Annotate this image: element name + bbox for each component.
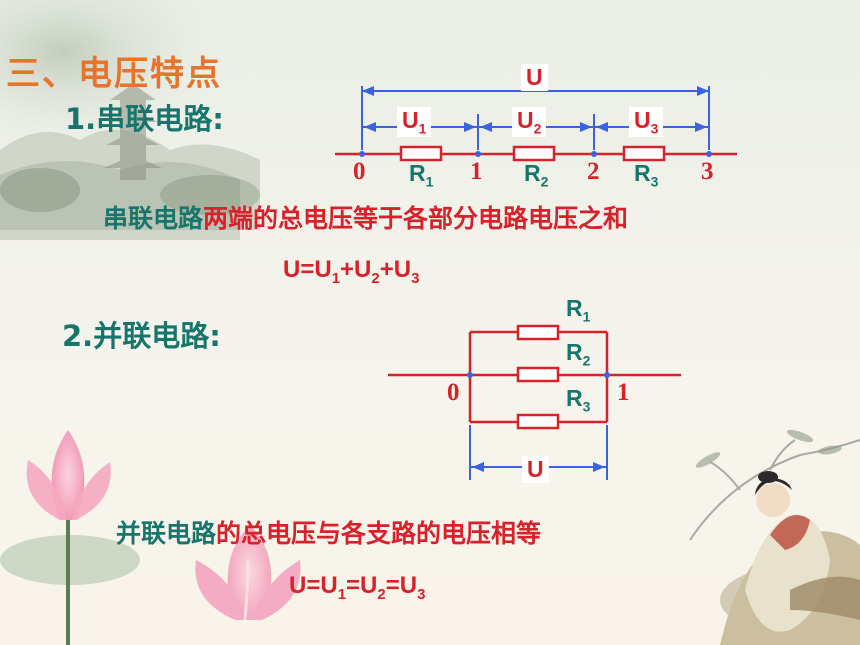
parallel-node-label-1: 1 xyxy=(617,379,630,406)
node-dot xyxy=(706,151,712,157)
parallel-formula: U=U1=U2=U3 xyxy=(289,572,426,603)
parallel-node-label-0: 0 xyxy=(447,379,460,406)
segment-voltage-label-u1: U1 xyxy=(397,107,432,137)
node-label-3: 3 xyxy=(701,158,714,185)
parallel-circuit-title: 2.并联电路: xyxy=(62,319,221,353)
resistor-r2 xyxy=(512,145,556,162)
page-title: 三、电压特点 xyxy=(6,54,222,94)
pagoda-icon xyxy=(104,84,162,180)
arrowhead-icon xyxy=(580,122,592,132)
node-dot xyxy=(475,151,481,157)
parallel-resistor-r3 xyxy=(516,413,560,430)
lotus-icon xyxy=(195,525,301,621)
series-statement: 串联电路两端的总电压等于各部分电路电压之和 xyxy=(103,204,629,233)
segment-voltage-label-u3: U3 xyxy=(629,107,664,137)
arrowhead-icon xyxy=(593,462,605,472)
parallel-resistor-r2 xyxy=(516,366,560,383)
node-dot xyxy=(604,372,610,378)
resistor-label-r3: R3 xyxy=(634,160,659,190)
parallel-resistor-label-r3: R3 xyxy=(566,385,591,415)
resistor-r1 xyxy=(399,145,443,162)
parallel-resistor-label-r2: R2 xyxy=(566,339,591,369)
arrowhead-icon xyxy=(480,122,492,132)
node-dot xyxy=(359,151,365,157)
node-label-1: 1 xyxy=(470,158,483,185)
series-circuit-title: 1.串联电路: xyxy=(65,102,224,136)
lady-figure-icon xyxy=(720,471,860,645)
node-dot xyxy=(467,372,473,378)
parallel-statement: 并联电路的总电压与各支路的电压相等 xyxy=(116,519,542,548)
arrowhead-icon xyxy=(697,86,709,96)
arrowhead-icon xyxy=(695,122,707,132)
arrowhead-icon xyxy=(472,462,484,472)
arrowhead-icon xyxy=(364,122,376,132)
lotus-icon xyxy=(0,430,140,645)
parallel-resistor-r1 xyxy=(516,324,560,341)
node-label-0: 0 xyxy=(353,158,366,185)
arrowhead-icon xyxy=(464,122,476,132)
series-formula: U=U1+U2+U3 xyxy=(283,256,420,287)
series-total-voltage-label: U xyxy=(521,64,548,91)
segment-voltage-label-u2: U2 xyxy=(512,107,547,137)
resistor-label-r2: R2 xyxy=(524,160,549,190)
arrowhead-icon xyxy=(596,122,608,132)
arrowhead-icon xyxy=(362,86,374,96)
resistor-label-r1: R1 xyxy=(409,160,434,190)
parallel-resistor-label-r1: R1 xyxy=(566,295,591,325)
node-dot xyxy=(591,151,597,157)
node-label-2: 2 xyxy=(587,158,600,185)
resistor-r3 xyxy=(622,145,666,162)
parallel-total-voltage-label: U xyxy=(522,456,549,483)
